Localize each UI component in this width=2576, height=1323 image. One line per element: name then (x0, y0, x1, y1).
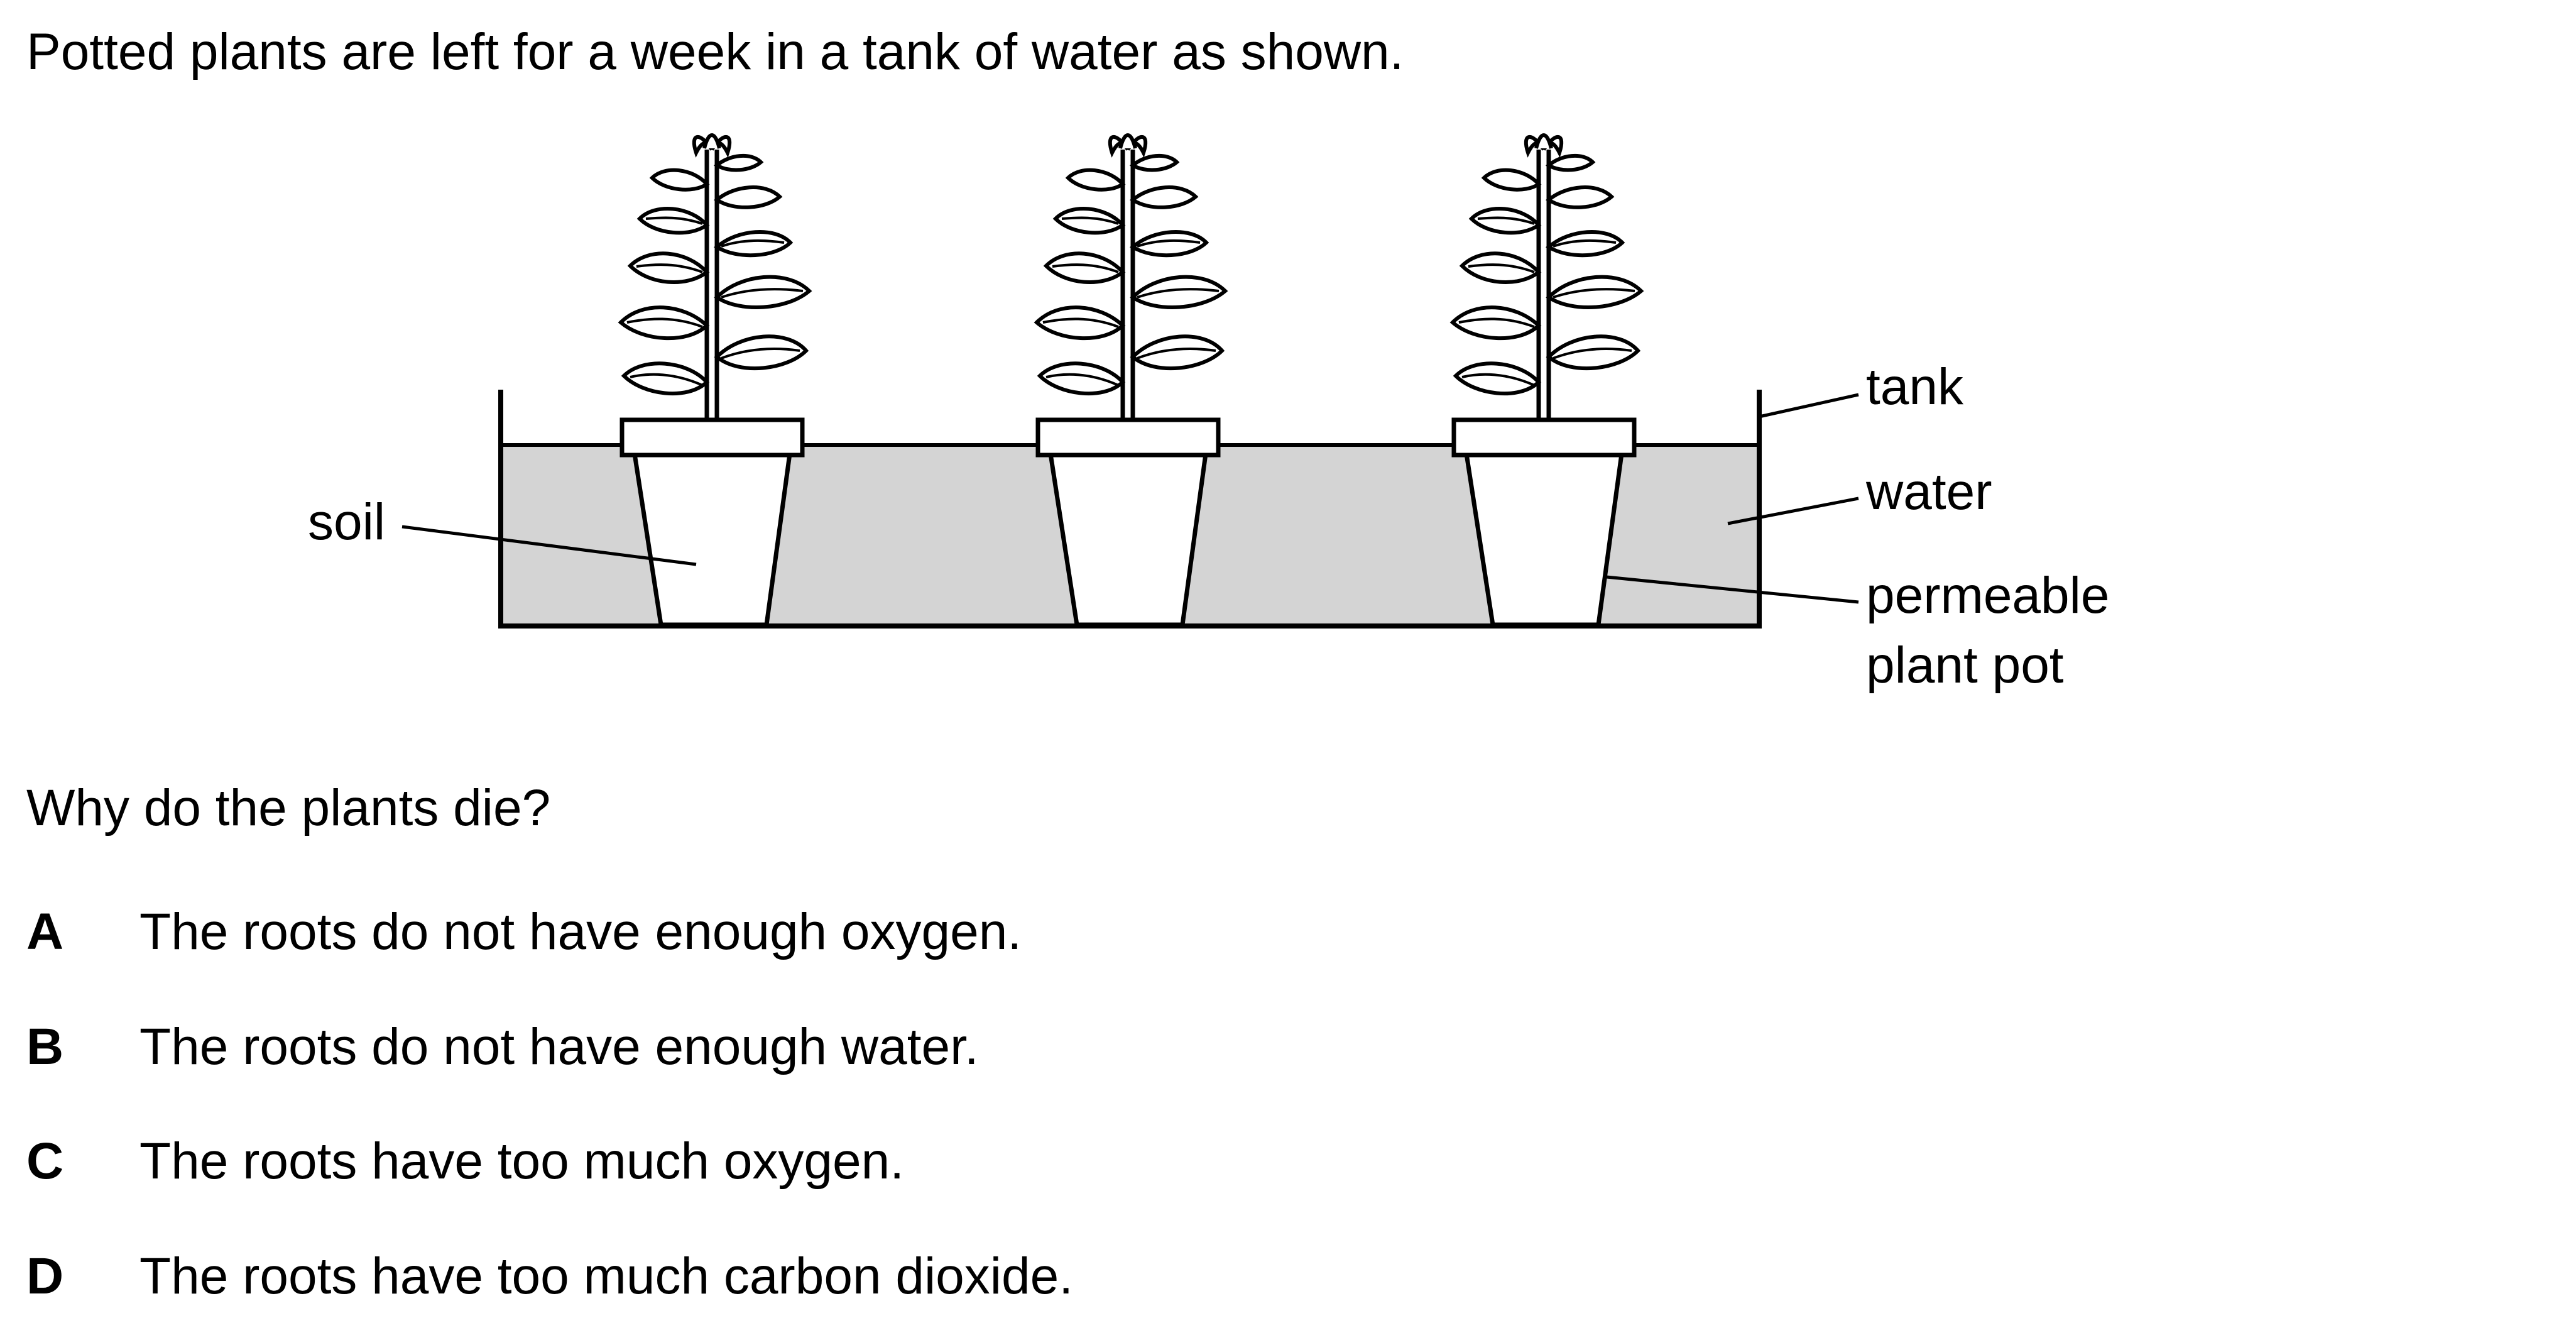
question-prompt: Why do the plants die? (26, 779, 551, 837)
label-tank: tank (1866, 358, 1963, 415)
option-c-text: The roots have too much oxygen. (139, 1133, 905, 1190)
soil-leader-line (401, 525, 697, 566)
label-permeable: permeable (1866, 567, 2110, 624)
option-a-letter: A (26, 903, 64, 960)
question-intro: Potted plants are left for a week in a t… (26, 23, 1404, 80)
plant-1 (621, 135, 809, 420)
label-water: water (1866, 463, 1992, 520)
pot-leader-line (1606, 575, 1859, 604)
tank-leader-line (1759, 393, 1859, 419)
potted-plants-tank-diagram (401, 0, 1859, 629)
option-b-text: The roots do not have enough water. (139, 1018, 979, 1075)
plant-2 (1037, 135, 1225, 420)
option-b-letter: B (26, 1018, 64, 1075)
option-c-letter: C (26, 1133, 64, 1190)
water-leader-line (1727, 497, 1859, 525)
label-plant-pot: plant pot (1866, 637, 2064, 694)
option-a-text: The roots do not have enough oxygen. (139, 903, 1022, 960)
plant-3 (1453, 135, 1641, 420)
label-soil: soil (308, 493, 386, 551)
option-d-text: The roots have too much carbon dioxide. (139, 1248, 1073, 1305)
option-d-letter: D (26, 1248, 64, 1305)
pot-1 (619, 417, 805, 627)
pot-2 (1035, 417, 1221, 627)
pot-3 (1451, 417, 1637, 627)
